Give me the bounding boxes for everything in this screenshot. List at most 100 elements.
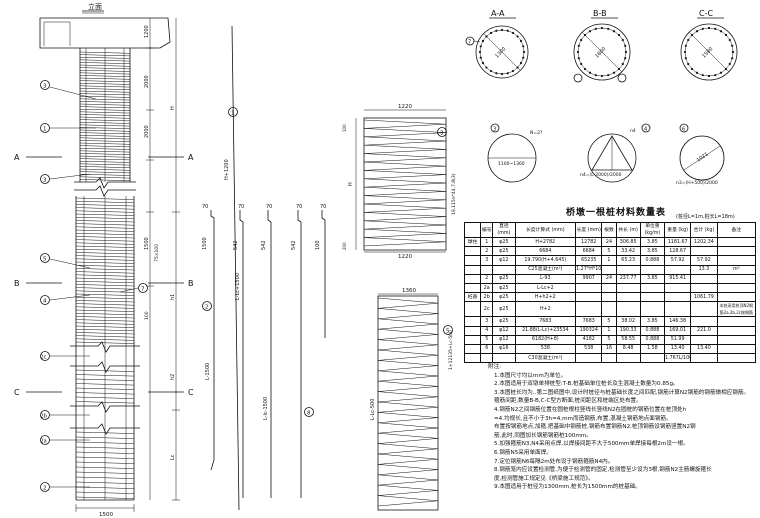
table-cell: 306.85 [615, 236, 641, 248]
section-rebar-dot [577, 44, 580, 47]
elevation-title: 立面 [88, 2, 102, 11]
section-rebar-dot [690, 67, 694, 71]
table-row: C30混凝土(m³)1.767L/1000 [463, 353, 757, 364]
table-group-cell: 桩基 [463, 292, 482, 303]
elevation-callouts: 3 1 3 5 4 7 2c 2b 2a 2 [40, 80, 148, 492]
section-rebar-dot [621, 62, 624, 66]
table-cell: φ12 [492, 334, 516, 345]
svg-text:L-lc-1500: L-lc-1500 [263, 397, 269, 420]
table-cell [601, 301, 617, 318]
svg-text:n4: n4 [630, 128, 636, 134]
table-cell: 3 [480, 316, 494, 327]
table-cell [690, 353, 718, 364]
section-rebar-dot [607, 74, 610, 77]
svg-text:H+1200: H+1200 [224, 159, 230, 180]
svg-text:B-B: B-B [593, 9, 607, 18]
table-cell [575, 301, 603, 318]
notes-section: 附注: 1.本图尺寸均以mm为单位。2.本图适用于双墩单排桩型:T-B,桩基础单… [488, 363, 756, 492]
table-cell [716, 325, 757, 336]
svg-text:B: B [188, 279, 194, 288]
table-header-cell: 直径 (mm) [492, 222, 516, 238]
table-group-cell: 墩柱 [463, 236, 482, 248]
svg-text:C: C [14, 388, 20, 397]
section-rebar-dot [690, 33, 694, 37]
section-rebar-dot [583, 33, 587, 37]
table-cell: 6684 [575, 246, 603, 257]
table-cell: 21.88(L-Lc)+23534 [514, 325, 577, 336]
note-line: 筋,此时,同图加长钢筋钢筋桩100mm。 [494, 432, 592, 439]
table-cell: φ12 [492, 255, 516, 266]
table-cell: 5 [480, 334, 494, 345]
note-line: 7.定位钢筋N6每隔2m处布设于钢筋箍筋N4内。 [494, 458, 614, 465]
table-cell [690, 334, 718, 345]
table-cell: φ25 [492, 282, 516, 294]
table-cell: 65235 [575, 255, 603, 266]
table-cell [639, 264, 666, 275]
table-cell [615, 353, 641, 364]
table-cell: φ12 [492, 325, 516, 336]
svg-text:5: 5 [43, 257, 47, 263]
section-rebar-dot [489, 31, 493, 35]
table-header-cell: 重量 (kg) [664, 222, 692, 238]
table-header-cell: 编号 [480, 222, 494, 238]
svg-text:1360: 1360 [402, 288, 416, 294]
table-cell [480, 264, 494, 275]
table-cell: 12782 [575, 236, 603, 248]
table-cell [639, 282, 666, 294]
note-line: 布置按钢筋地点,加箍,把基础中钢筋桩,钢筋布置钢筋N2,桩顶钢筋设钢筋竖置N2钢 [494, 424, 696, 431]
pile-body [75, 196, 135, 501]
table-header-cell: 长度计算式 (mm) [514, 222, 577, 238]
svg-text:5: 5 [446, 329, 450, 335]
table-cell [716, 255, 757, 266]
table-cell [716, 316, 757, 327]
table-cell [716, 343, 757, 355]
svg-text:100: 100 [144, 311, 150, 320]
table-cell [690, 246, 718, 257]
section-rebar-dot [481, 61, 485, 65]
table-cell: m³ [716, 264, 757, 275]
svg-text:1500: 1500 [99, 512, 113, 518]
table-cell: 237.77 [615, 273, 641, 284]
table-cell: 3.85 [639, 236, 666, 248]
table-cell: 1 [480, 236, 494, 248]
table-cell: 6 [480, 343, 494, 355]
svg-text:2000: 2000 [144, 125, 150, 138]
table-cell [664, 264, 692, 275]
svg-text:542: 542 [261, 240, 267, 250]
cap-outline [39, 17, 171, 49]
table-cell: H+2782 [514, 236, 577, 248]
section-rebar-dot [588, 30, 592, 33]
svg-text:6: 6 [682, 127, 685, 133]
table-header-cell: 长度 (mm) [575, 222, 603, 238]
svg-text:2c: 2c [41, 355, 47, 361]
table-cell: φ25 [492, 316, 516, 327]
elevation-dimensions: 1200 2000 2000 1500 H h1 h2 Lc 75×100 10… [144, 18, 180, 501]
svg-text:1220: 1220 [398, 104, 412, 110]
svg-text:L-Lc-500: L-Lc-500 [370, 399, 376, 420]
section-rebar-dot [516, 66, 519, 69]
table-group-cell [463, 264, 482, 275]
table-group-cell [463, 246, 482, 257]
table-cell: 7683 [575, 316, 603, 327]
section-rebar-dot [485, 66, 488, 69]
svg-text:n3=(H+500)/2000: n3=(H+500)/2000 [676, 180, 718, 186]
section-rebar-dot [516, 35, 519, 38]
svg-text:542: 542 [291, 240, 297, 250]
table-cell [690, 273, 718, 284]
rebar-detail-3: 70 100 [315, 204, 326, 338]
svg-text:C-C: C-C [699, 9, 713, 18]
section-rebar-dot [687, 38, 690, 42]
table-cell: φ25 [492, 273, 516, 284]
section-mark-c: C C [14, 388, 194, 397]
table-cell [690, 282, 718, 294]
table-cell: φ25 [492, 292, 516, 303]
section-rebar-dot [695, 30, 699, 33]
note-line: 4.钢筋N2之间钢筋位置在圆桩根柱竖线长竖线N2在圆桩的钢筋位置在桩顶处h [494, 406, 687, 413]
svg-text:3: 3 [43, 84, 47, 90]
section-rebar-dot [695, 71, 699, 74]
svg-text:19.115n*44.7.8(3): 19.115n*44.7.8(3) [451, 173, 457, 215]
